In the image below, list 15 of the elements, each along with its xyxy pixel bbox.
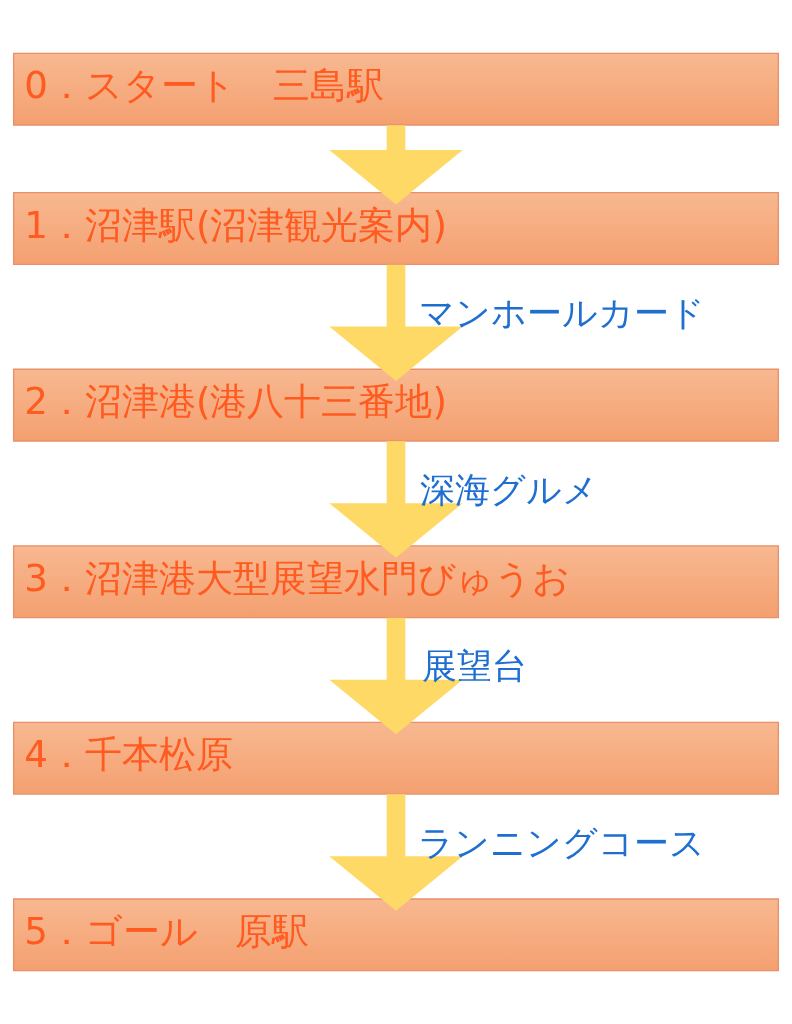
arrow (329, 125, 463, 205)
arrow (329, 264, 463, 382)
arrow (329, 617, 463, 735)
arrow (329, 441, 463, 558)
node-box: 1．沼津駅(沼津観光案内) (13, 192, 779, 266)
edge-label: ランニングコース (418, 822, 706, 863)
edge-label: 展望台 (422, 646, 528, 687)
edge-label: マンホールカード (418, 293, 705, 334)
arrow (329, 794, 463, 911)
node-box: 0．スタート 三島駅 (13, 52, 779, 126)
node-box: 5．ゴール 原駅 (13, 898, 779, 972)
node-box: 2．沼津港(港八十三番地) (13, 368, 779, 442)
node-box: 3．沼津港大型展望水門びゅうお (13, 545, 779, 619)
edge-label: 深海グルメ (420, 469, 599, 510)
node-box: 4．千本松原 (13, 721, 779, 795)
